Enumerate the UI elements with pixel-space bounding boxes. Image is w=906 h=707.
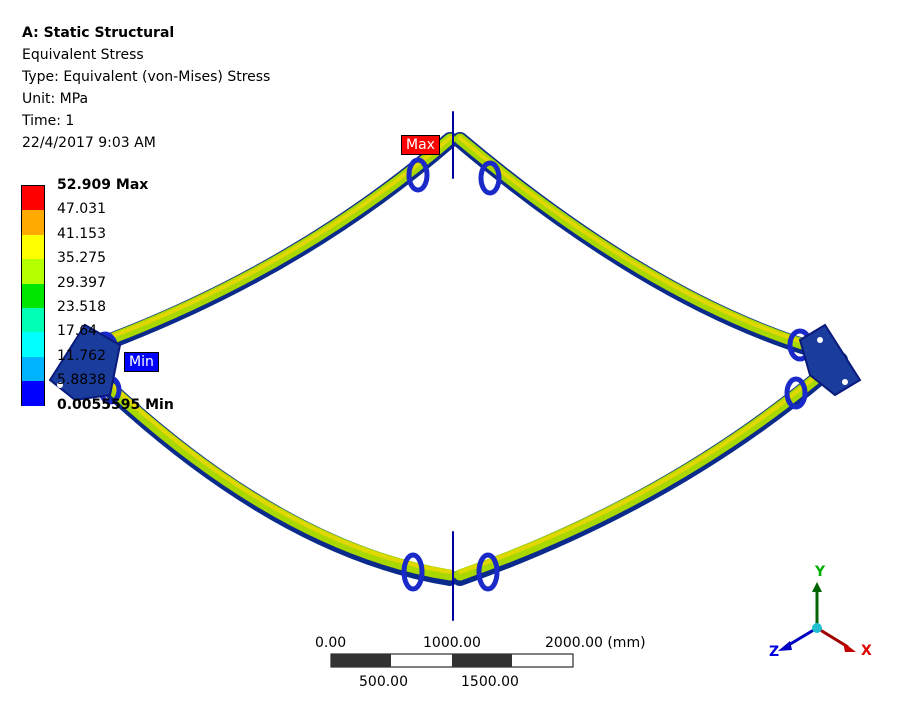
scale-label-0: 0.00 (315, 635, 347, 651)
result-date: 22/4/2017 9:03 AM (22, 135, 156, 151)
result-name: Equivalent Stress (22, 47, 144, 63)
scale-label-2000: 2000.00 (mm) (545, 635, 646, 651)
legend-band (21, 210, 45, 235)
result-type: Type: Equivalent (von-Mises) Stress (22, 69, 271, 85)
scale-bar (330, 653, 574, 668)
legend-band (21, 283, 45, 308)
legend-band (21, 356, 45, 382)
z-axis-label: Z (769, 644, 779, 660)
legend-label: 52.909 Max (57, 177, 149, 193)
legend-label: 29.397 (57, 274, 106, 291)
coordinate-triad[interactable]: Y X Z (769, 564, 872, 660)
legend-band (21, 234, 45, 260)
legend-band (21, 381, 45, 406)
result-time: Time: 1 (22, 113, 75, 129)
min-probe-label[interactable]: Min (124, 352, 159, 372)
y-axis-label: Y (814, 564, 826, 580)
legend-band (21, 259, 45, 284)
legend-band (21, 332, 45, 357)
legend-band (21, 307, 45, 333)
result-unit: Unit: MPa (22, 91, 89, 107)
analysis-title: A: Static Structural (22, 25, 175, 41)
legend-label: 35.275 (57, 250, 106, 267)
legend-band (21, 185, 45, 211)
scale-label-1000: 1000.00 (423, 635, 481, 651)
x-axis-arrow (816, 626, 849, 649)
x-axis-label: X (861, 643, 872, 659)
legend-label: 23.518 (57, 299, 106, 315)
legend-label: 47.031 (57, 201, 106, 218)
legend-label: 11.762 (57, 347, 106, 364)
legend-label: 0.0055595 Min (57, 396, 174, 413)
pipe-structure (48, 111, 862, 621)
z-axis-arrow (786, 626, 818, 648)
legend-label: 17.64 (57, 323, 98, 340)
triad-origin (812, 623, 822, 633)
stress-legend: 52.909 Max 47.031 41.153 35.275 29.397 23.518… (21, 177, 174, 413)
result-header: A: Static Structural Equivalent Stress T… (22, 22, 270, 154)
legend-label: 41.153 (57, 225, 106, 242)
scale-label-500: 500.00 (359, 674, 408, 690)
max-probe-label[interactable]: Max (401, 135, 440, 155)
scale-label-1500: 1500.00 (461, 674, 519, 690)
legend-label: 5.8838 (57, 372, 106, 389)
